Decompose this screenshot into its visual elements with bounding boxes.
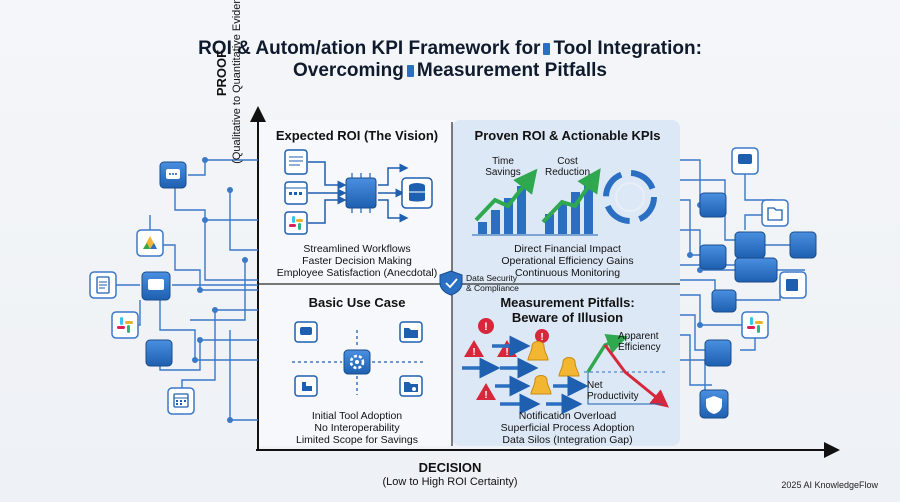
- br-line-2: Superficial Process Adoption: [500, 422, 635, 434]
- database-icon: [401, 177, 433, 209]
- gear-icon: [343, 349, 371, 375]
- label-time-1: Time: [492, 156, 514, 167]
- page-title-line1: ROI & Autom/ation KPI Framework for Tool …: [0, 38, 900, 60]
- slack-icon: [111, 311, 139, 339]
- document-icon: [89, 271, 117, 299]
- label-cost-2: Reduction: [544, 167, 591, 178]
- tr-line-1: Direct Financial Impact: [514, 243, 621, 255]
- chat-icon-right: [731, 147, 759, 175]
- title-text-d: Measurement Pitfalls: [416, 60, 607, 81]
- y-axis-subtitle: (Qualitative to Quantitative Evidence): [231, 0, 243, 164]
- tl-slack-icon: [284, 211, 308, 235]
- bl-folder-icon: [399, 321, 423, 343]
- bar-chart-cost: [541, 168, 601, 234]
- svg-text:!: !: [472, 347, 475, 358]
- tl-calendar-icon: [284, 181, 308, 205]
- tile-node-right-6: [711, 289, 737, 313]
- pitfall-arrows: [462, 335, 589, 415]
- tile-node-right-2: [734, 231, 766, 259]
- bl-dashed-lines: [292, 330, 425, 395]
- label-cost-1: Cost: [557, 156, 578, 167]
- apparent-2: Efficiency: [618, 342, 661, 353]
- tl-line-2: Faster Decision Making: [302, 255, 412, 267]
- tile-node-right-7: [704, 339, 732, 367]
- x-axis-title: DECISION: [418, 460, 482, 475]
- refresh-cycle-icon: [603, 170, 657, 224]
- tl-document-icon: [284, 149, 308, 175]
- svg-text:!: !: [484, 321, 488, 333]
- svg-text:!: !: [540, 332, 543, 343]
- label-cost-reduction: Cost Reduction: [540, 156, 595, 178]
- security-line-1: Data Security: [466, 273, 518, 283]
- svg-text:!: !: [484, 390, 487, 401]
- calendar-icon: [167, 387, 195, 415]
- bl-folder-icon-2: [399, 375, 423, 397]
- files-icon: [779, 271, 807, 299]
- security-badge-label: Data Security & Compliance: [466, 273, 536, 293]
- quadrant-title-basic-use-case: Basic Use Case: [308, 295, 406, 310]
- tile-node-right-1: [699, 192, 727, 218]
- tl-chip-icon: [345, 173, 377, 213]
- folder-icon: [761, 199, 789, 227]
- pitfalls-title-2: Beware of Illusion: [511, 310, 624, 325]
- br-line-3: Data Silos (Integration Gap): [502, 434, 633, 446]
- label-time-2: Savings: [485, 167, 521, 178]
- quadrant-title-pitfalls: Measurement Pitfalls: Beware of Illusion: [455, 295, 680, 325]
- tl-flow-lines: [308, 161, 409, 224]
- illusion-chart: [584, 333, 669, 408]
- label-time-savings: Time Savings: [478, 156, 528, 178]
- label-apparent-efficiency: Apparent Efficiency: [618, 331, 661, 353]
- shield-icon-right: [699, 389, 729, 419]
- tile-node-right-3: [699, 244, 727, 270]
- net-2: Productivity: [587, 391, 639, 402]
- svg-text:!: !: [505, 347, 508, 358]
- tr-line-2: Operational Efficiency Gains: [501, 255, 634, 267]
- tile-node-right-4: [734, 257, 778, 283]
- bell-icon: [527, 341, 580, 395]
- bl-chat-icon: [294, 321, 318, 343]
- title-text-a: ROI & Autom/ation KPI Framework for: [198, 38, 541, 59]
- y-axis-label: PROOF (Qualitative to Quantitative Evide…: [214, 0, 254, 198]
- br-line-1: Notification Overload: [518, 410, 617, 422]
- pitfalls-title-1: Measurement Pitfalls:: [500, 295, 635, 310]
- footer-credit: 2025 AI KnowledgeFlow: [781, 480, 878, 490]
- bl-line-1: Initial Tool Adoption: [311, 410, 403, 422]
- title-text-c: Overcoming: [293, 60, 404, 81]
- title-square-icon-2: [406, 65, 414, 77]
- net-1: Net: [587, 380, 603, 391]
- security-line-2: & Compliance: [466, 283, 519, 293]
- title-square-icon: [543, 43, 551, 55]
- quadrant-title-proven-roi: Proven ROI & Actionable KPIs: [474, 128, 661, 143]
- slack-icon-right: [741, 311, 769, 339]
- x-axis-subtitle: (Low to High ROI Certainty): [382, 476, 518, 488]
- page-title-line2: Overcoming Measurement Pitfalls: [0, 60, 900, 82]
- quadrant-text-expected-roi: Streamlined Workflows Faster Decision Ma…: [262, 243, 452, 279]
- quadrant-text-pitfalls: Notification Overload Superficial Proces…: [455, 410, 680, 446]
- tr-line-3: Continuous Monitoring: [514, 267, 621, 279]
- tl-line-1: Streamlined Workflows: [303, 243, 411, 255]
- label-net-productivity: Net Productivity: [587, 380, 639, 402]
- left-network-lines: [110, 159, 258, 421]
- tile-node-left-1: [145, 339, 173, 367]
- tl-line-3: Employee Satisfaction (Anecdotal): [276, 267, 438, 279]
- title-text-b: Tool Integration:: [553, 38, 702, 59]
- bar-chart-time: [474, 168, 538, 234]
- quadrant-text-basic-use-case: Initial Tool Adoption No Interoperabilit…: [262, 410, 452, 446]
- y-axis-title: PROOF: [214, 49, 229, 97]
- bl-line-2: No Interoperability: [314, 422, 400, 434]
- shield-icon: [439, 270, 463, 296]
- message-icon: [141, 271, 171, 301]
- tile-node-right-5: [789, 231, 817, 259]
- bl-hand-icon: [294, 375, 318, 397]
- drive-icon: [136, 229, 164, 257]
- left-network-nodes: [192, 157, 248, 423]
- quadrant-text-proven-roi: Direct Financial Impact Operational Effi…: [455, 243, 680, 279]
- chat-icon: [159, 161, 187, 189]
- quadrant-title-expected-roi: Expected ROI (The Vision): [275, 128, 439, 143]
- bl-line-3: Limited Scope for Savings: [296, 434, 418, 446]
- apparent-1: Apparent: [618, 331, 659, 342]
